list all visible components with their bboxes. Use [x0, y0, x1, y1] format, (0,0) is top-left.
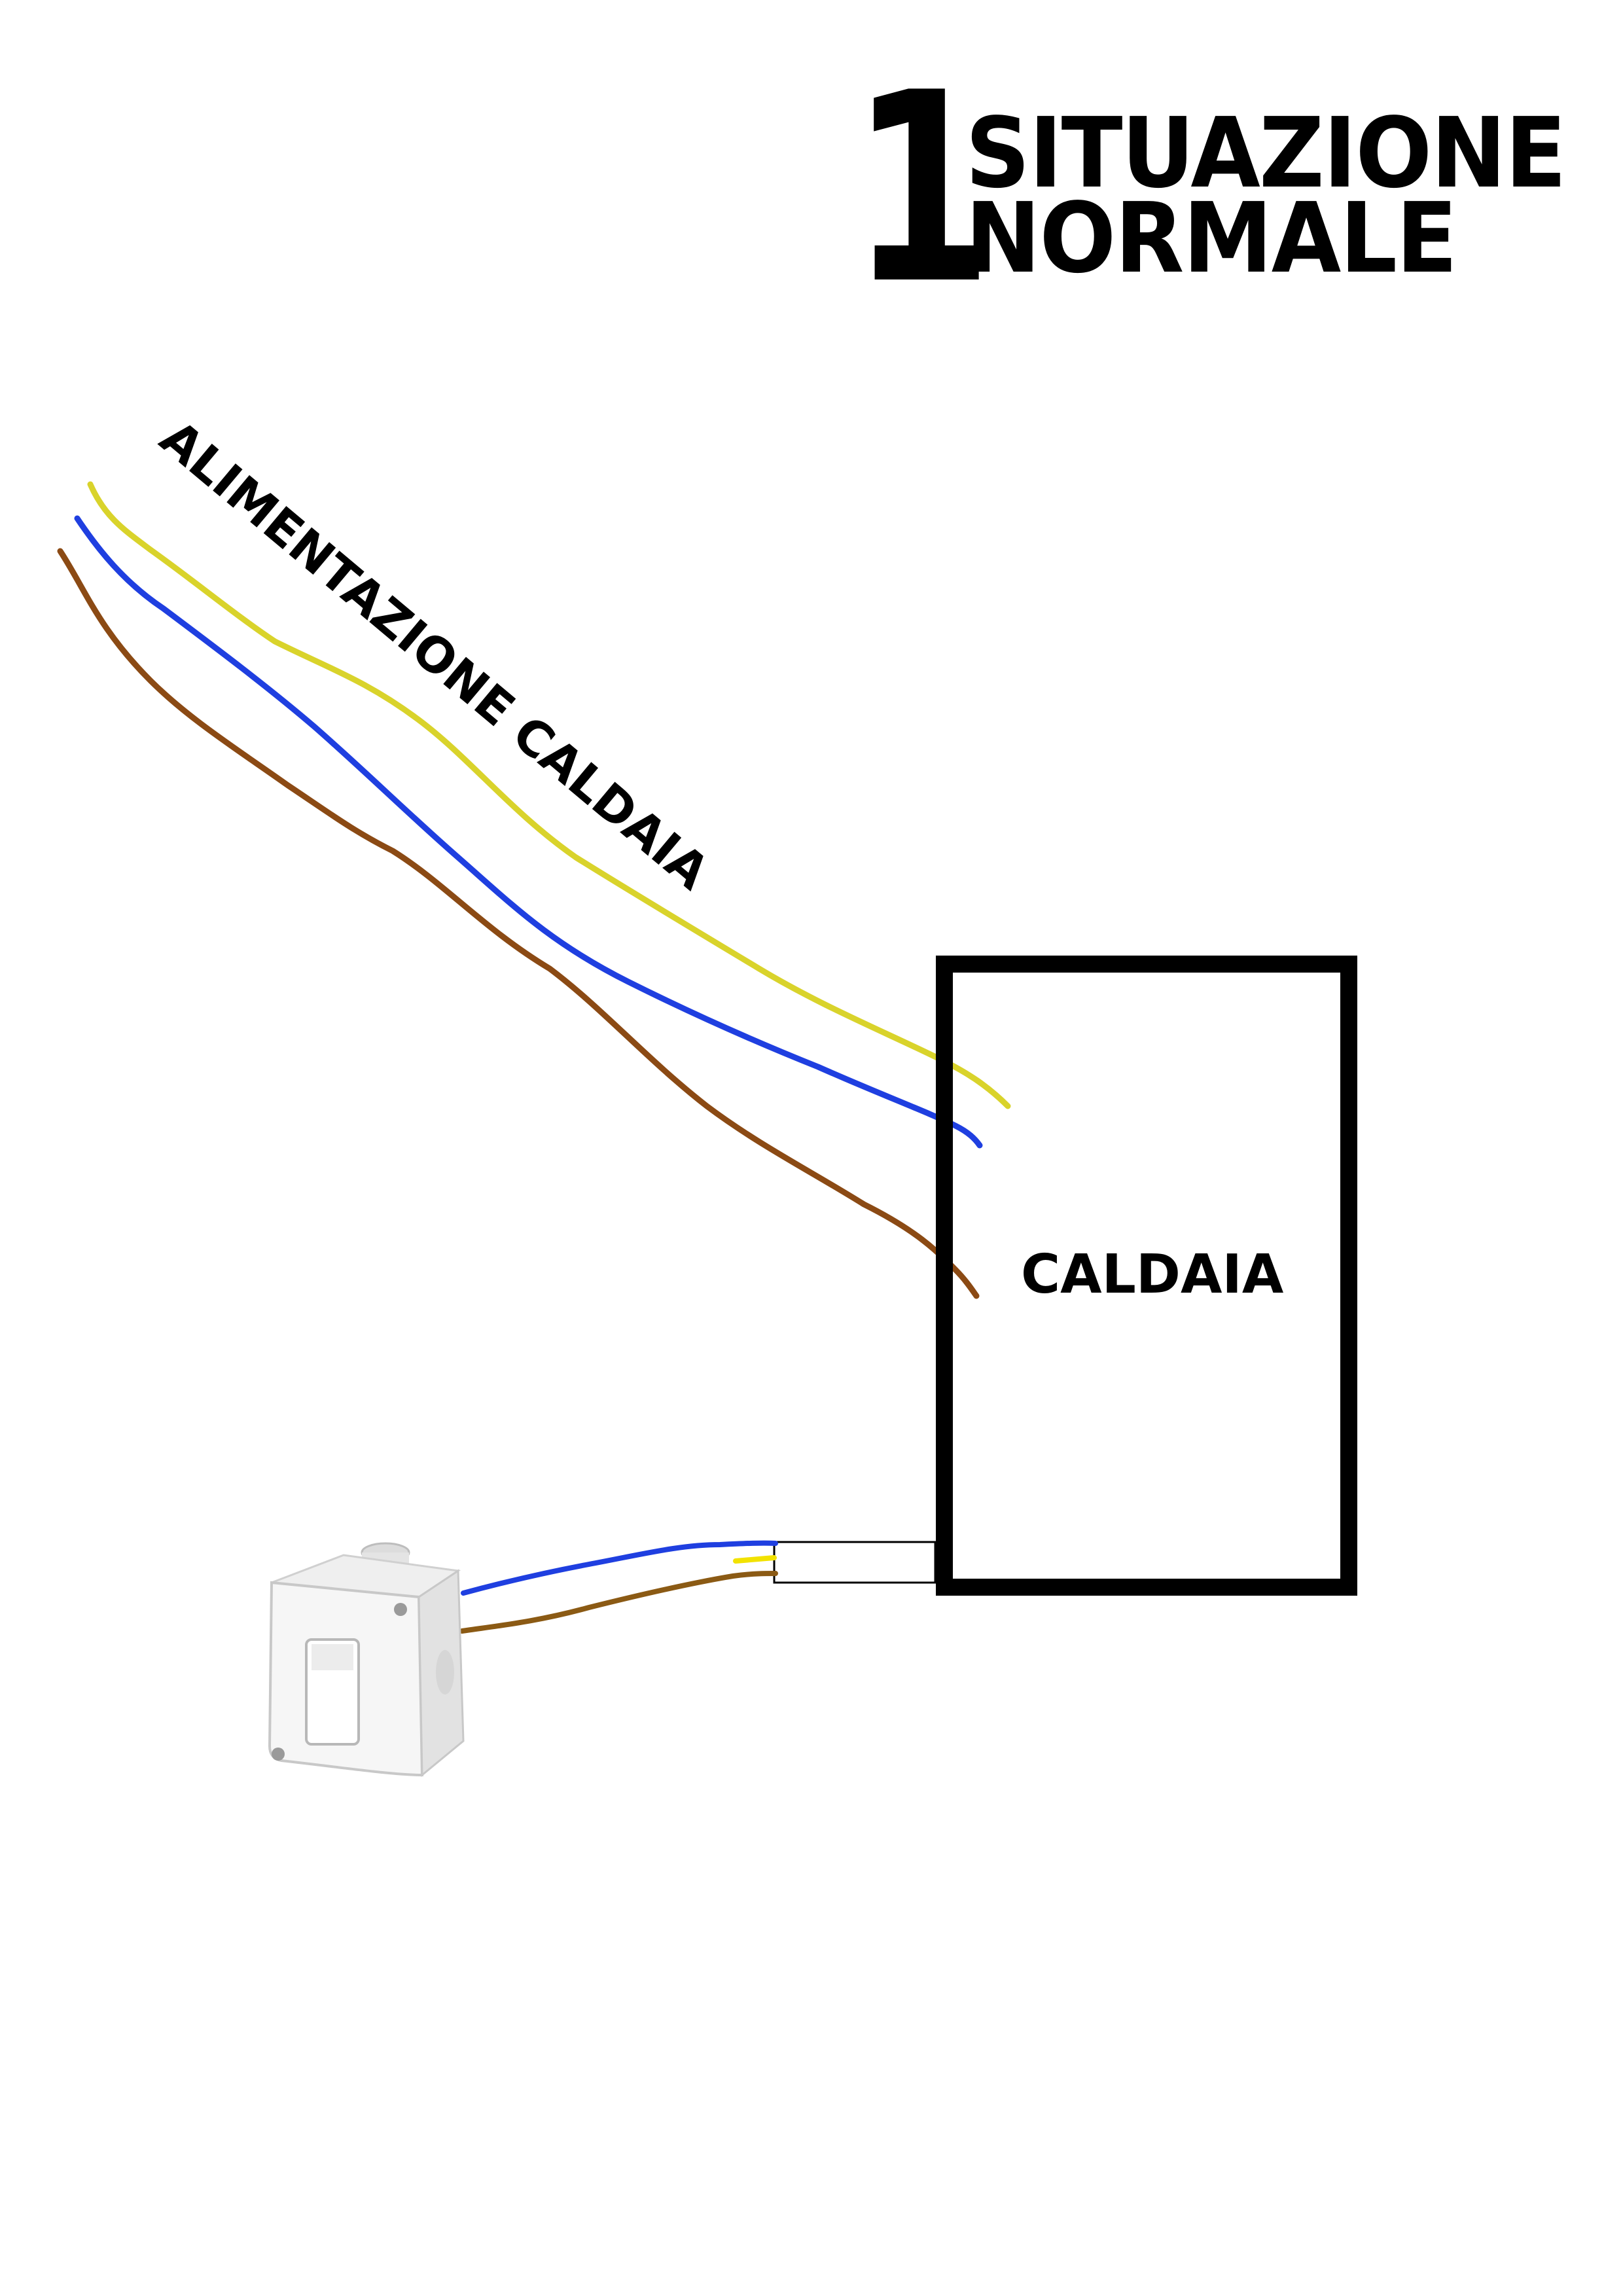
yellow-stub-wire [733, 1555, 777, 1564]
blue-wire [74, 515, 983, 1149]
boiler-box [936, 956, 1357, 1596]
brown-wire [57, 548, 980, 1299]
yellow-wire [87, 481, 1011, 1109]
title-line-2: NORMALE [965, 182, 1457, 295]
boiler-label: CALDAIA [1021, 1244, 1284, 1306]
title-line-1: SITUAZIONE [965, 97, 1567, 209]
cable-sleeve [773, 1541, 936, 1584]
blue-switch-wire [461, 1540, 778, 1596]
step-number: 1 [851, 37, 993, 342]
wall-light-switch-icon [268, 1542, 465, 1778]
brown-switch-wire [459, 1571, 778, 1634]
supply-label: ALIMENTAZIONE CALDAIA [149, 410, 719, 901]
